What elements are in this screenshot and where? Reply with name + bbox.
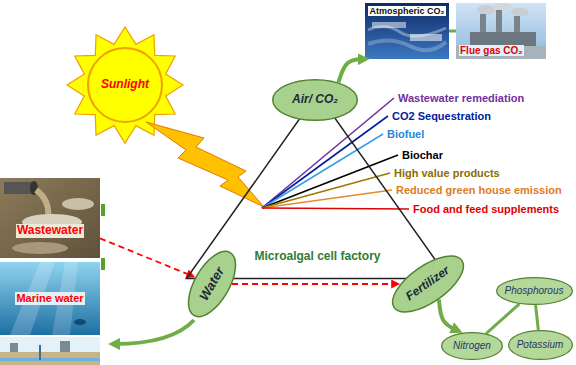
connector-arrow xyxy=(338,59,363,82)
input-ellipse: Fertilizer xyxy=(383,244,474,323)
input-ellipse-shape xyxy=(179,244,245,324)
output-label: High value products xyxy=(394,166,500,180)
sun-circle: Sunlight xyxy=(87,47,163,123)
connector-arrow xyxy=(232,283,396,285)
nutrient-ellipse: Potassium xyxy=(508,330,573,360)
input-ellipse: Air/ CO₂ xyxy=(272,79,358,121)
input-ellipse-shape xyxy=(384,245,473,322)
image-panel: Atmospheric CO₂ xyxy=(365,3,449,59)
ray-line xyxy=(262,208,409,209)
factory-picture xyxy=(456,3,546,59)
image-panel: Flue gas CO₂ xyxy=(456,3,546,59)
ray-line xyxy=(262,116,388,208)
picture-ground xyxy=(0,178,100,258)
node-text: Microalgal cell factory xyxy=(254,250,380,264)
foam xyxy=(62,198,94,210)
image-panel: Wastewater xyxy=(0,178,100,258)
output-label: Biofuel xyxy=(387,127,424,141)
wastewater-picture xyxy=(0,178,100,258)
nutrient-ellipse-shape xyxy=(496,278,572,305)
atmospheric-picture xyxy=(365,3,449,59)
node-text: Phosphorous xyxy=(505,285,564,297)
node-text: Wastewater xyxy=(16,224,84,238)
flow-arrow xyxy=(114,320,194,344)
sun-circle-shape xyxy=(88,48,162,122)
aquifer xyxy=(0,358,100,361)
picture-ground xyxy=(0,262,100,335)
node-text: Potassium xyxy=(517,339,564,351)
sun-rays xyxy=(67,27,183,143)
connector-arrow xyxy=(100,238,191,275)
groundwater-picture xyxy=(0,337,100,365)
house xyxy=(10,343,18,352)
node-text: Air/ CO₂ xyxy=(292,93,338,107)
pipe xyxy=(4,182,34,194)
output-label: Biochar xyxy=(402,148,443,162)
ray-line xyxy=(262,190,392,208)
node-text: Flue gas CO₂ xyxy=(459,45,524,57)
connector-arrow xyxy=(449,30,456,33)
output-label: Reduced green house emission xyxy=(396,183,562,197)
node-text: Nitrogen xyxy=(453,340,491,352)
image-panel: Marine water xyxy=(0,262,100,335)
well xyxy=(39,345,41,360)
nutrient-ellipse: Phosphorous xyxy=(496,277,573,305)
ray-line xyxy=(262,173,390,208)
outflow xyxy=(36,190,48,218)
picture-ground xyxy=(456,3,546,59)
nutrient-ellipse: Nitrogen xyxy=(441,332,503,360)
output-label: CO2 Sequestration xyxy=(392,109,491,123)
node-text: Atmospheric CO₂ xyxy=(368,6,445,16)
soil-layer xyxy=(0,352,100,365)
marine-picture xyxy=(0,262,100,335)
node-text: Sunlight xyxy=(101,78,149,92)
number-strip xyxy=(410,34,442,41)
number-strip xyxy=(372,22,406,28)
green-mark xyxy=(101,258,105,270)
node-text: Marine water xyxy=(15,292,84,305)
smoke xyxy=(511,8,529,16)
input-ellipse-shape xyxy=(273,80,358,121)
connector-arrow xyxy=(486,304,519,334)
green-mark xyxy=(101,204,105,216)
connector-arrow xyxy=(439,299,457,330)
fish xyxy=(74,319,86,325)
connector-arrow xyxy=(536,305,539,330)
foam xyxy=(12,242,68,254)
picture-ground xyxy=(0,337,100,365)
nutrient-ellipse-shape xyxy=(442,333,503,360)
smoke xyxy=(492,3,512,11)
output-label: Wastewater remediation xyxy=(398,91,524,105)
haze xyxy=(368,40,446,50)
output-label: Food and feed supplements xyxy=(413,202,559,216)
nutrient-ellipse-shape xyxy=(508,331,572,360)
picture-ground xyxy=(365,3,449,59)
house xyxy=(60,341,70,352)
ray-line xyxy=(262,155,398,208)
